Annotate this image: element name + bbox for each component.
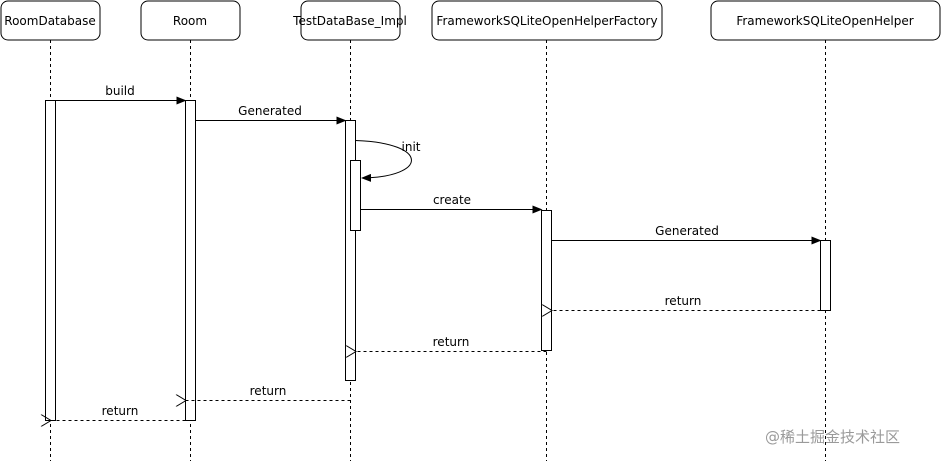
message-label: build	[105, 84, 135, 98]
message-label: return	[665, 294, 702, 308]
message-label: Generated	[238, 104, 302, 118]
message-label: Generated	[655, 224, 719, 238]
activation-open-helper	[820, 240, 831, 311]
message-generated-helper: Generated	[551, 224, 822, 245]
message-return-to-roomdatabase: return	[51, 404, 186, 421]
activation-roomdatabase	[45, 100, 56, 421]
participant-helper-factory: FrameworkSQLiteOpenHelperFactory	[431, 0, 663, 41]
activation-testdatabase-impl	[345, 120, 356, 381]
activation-testdatabase-impl-nested	[350, 160, 361, 231]
participant-label: FrameworkSQLiteOpenHelperFactory	[436, 14, 657, 28]
participant-label: TestDataBase_Impl	[292, 14, 407, 28]
message-label: create	[433, 193, 471, 207]
message-init-self: init	[355, 140, 421, 182]
participant-room: Room	[140, 0, 241, 41]
participant-label: FrameworkSQLiteOpenHelper	[736, 14, 913, 28]
message-label: return	[250, 384, 287, 398]
activation-room	[185, 100, 196, 421]
participant-roomdatabase: RoomDatabase	[0, 0, 101, 41]
watermark: @稀土掘金技术社区	[765, 428, 900, 446]
message-return-to-factory: return	[552, 294, 821, 311]
message-label: return	[433, 335, 470, 349]
message-label: return	[102, 404, 139, 418]
participant-label: RoomDatabase	[4, 14, 95, 28]
message-build: build	[55, 84, 187, 105]
message-return-to-impl: return	[356, 335, 547, 352]
participant-testdatabase-impl: TestDataBase_Impl	[292, 0, 407, 41]
participant-label: Room	[173, 14, 207, 28]
message-create: create	[360, 193, 543, 214]
activation-helper-factory	[541, 210, 552, 351]
message-label: init	[402, 140, 421, 154]
message-return-to-room: return	[186, 384, 351, 401]
participant-open-helper: FrameworkSQLiteOpenHelper	[710, 0, 941, 41]
message-generated-impl: Generated	[195, 104, 347, 125]
